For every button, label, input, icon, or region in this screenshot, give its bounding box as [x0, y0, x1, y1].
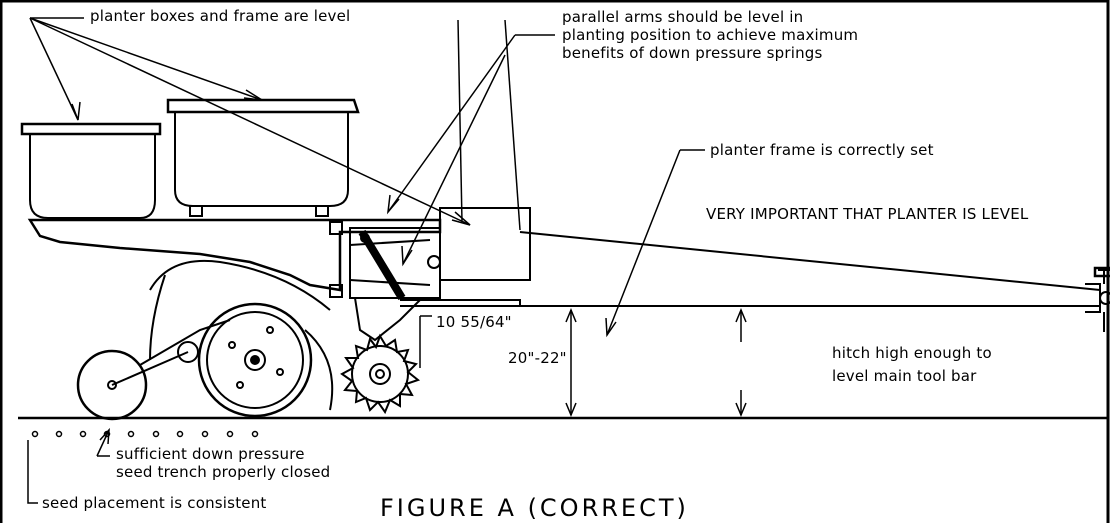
label-down-pressure-2: seed trench properly closed	[116, 463, 331, 481]
leader-planter-frame	[605, 149, 705, 338]
label-measure-10-55-64: 10 55/64"	[436, 313, 512, 331]
leader-seed-placement	[27, 440, 38, 504]
label-measure-20-22: 20"-22"	[508, 349, 567, 367]
figure-caption: FIGURE A (CORRECT)	[380, 494, 689, 522]
disc-opener	[304, 329, 334, 411]
leader-down-pressure	[96, 427, 110, 457]
label-hitch-1: hitch high enough to	[832, 344, 992, 362]
hitch-arrows	[735, 308, 747, 417]
label-planter-boxes: planter boxes and frame are level	[90, 7, 351, 25]
measure-10-55-64	[419, 315, 432, 368]
label-parallel-arms-2: planting position to achieve maximum	[562, 26, 859, 44]
parallel-arms	[349, 227, 441, 301]
label-parallel-arms-3: benefits of down pressure springs	[562, 44, 823, 62]
closing-wheel	[76, 319, 231, 421]
label-down-pressure-1: sufficient down pressure	[116, 445, 305, 463]
label-seed-placement: seed placement is consistent	[42, 494, 267, 512]
leader-planter-boxes	[29, 17, 471, 226]
measure-20-22	[565, 308, 577, 417]
spiked-wheel	[340, 333, 421, 415]
left-planter-box	[20, 122, 162, 219]
seed-dots	[31, 430, 259, 438]
label-very-important: VERY IMPORTANT THAT PLANTER IS LEVEL	[706, 205, 1029, 223]
right-planter-box	[166, 98, 360, 217]
label-planter-frame: planter frame is correctly set	[710, 141, 934, 159]
hitch	[1085, 266, 1110, 332]
leader-parallel-arms	[386, 19, 555, 267]
tool-bar	[439, 207, 531, 281]
gauge-wheel	[149, 259, 331, 418]
label-hitch-2: level main tool bar	[832, 367, 977, 385]
label-parallel-arms-1: parallel arms should be level in	[562, 8, 804, 26]
